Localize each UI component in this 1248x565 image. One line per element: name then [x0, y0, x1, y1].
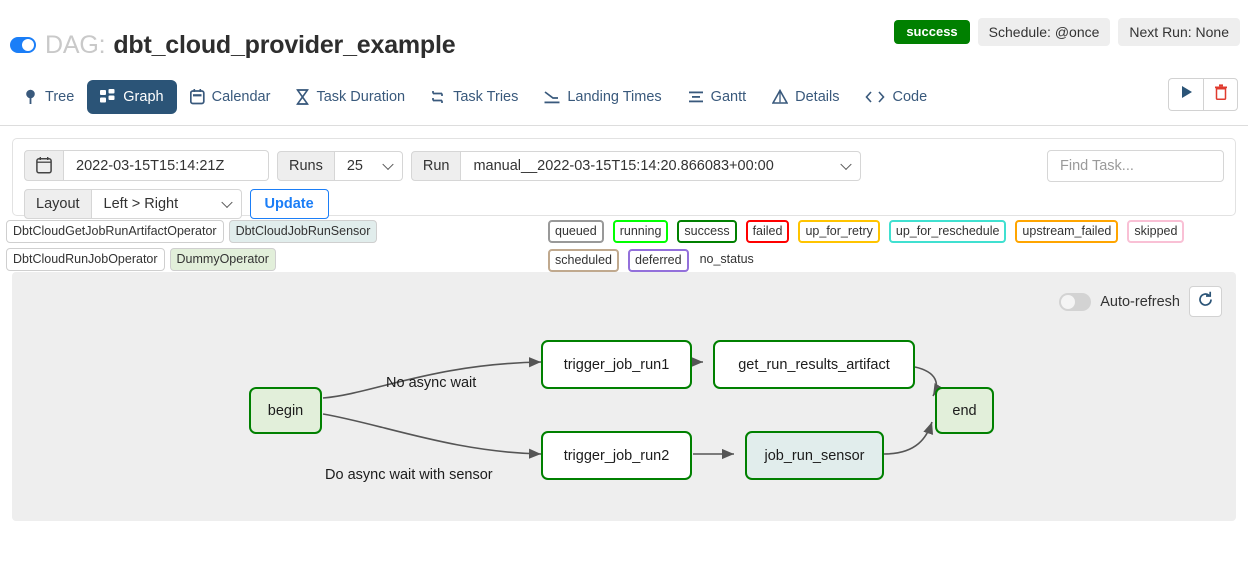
execution-date-group: 2022-03-15T15:14:21Z — [24, 150, 269, 181]
runs-label: Runs — [277, 150, 335, 181]
landing-icon — [544, 89, 560, 105]
calendar-icon — [189, 88, 205, 105]
graph-edges — [322, 356, 944, 460]
tab-task-tries-label: Task Tries — [453, 88, 519, 105]
dag-pause-toggle[interactable] — [10, 37, 36, 53]
auto-refresh-toggle[interactable] — [1059, 292, 1092, 311]
refresh-button[interactable] — [1189, 286, 1222, 317]
schedule-badge[interactable]: Schedule: @once — [977, 18, 1111, 47]
tab-gantt[interactable]: Gantt — [675, 80, 759, 114]
page-header: DAG: dbt_cloud_provider_example success … — [0, 0, 1248, 68]
runs-group: Runs 25 — [277, 150, 403, 181]
tab-graph[interactable]: Graph — [87, 79, 177, 114]
state-legend-item[interactable]: scheduled — [548, 248, 619, 272]
state-legend-item[interactable]: skipped — [1127, 220, 1185, 243]
tab-code[interactable]: Code — [852, 80, 940, 114]
tab-tree-label: Tree — [45, 88, 75, 105]
graph-node[interactable]: trigger_job_run2 — [541, 431, 692, 480]
graph-node[interactable]: trigger_job_run1 — [541, 340, 692, 389]
dag-action-buttons — [1168, 78, 1238, 111]
graph-node[interactable]: end — [935, 387, 994, 434]
run-group: Run manual__2022-03-15T15:14:20.866083+0… — [410, 150, 862, 181]
graph-node[interactable]: begin — [249, 387, 322, 434]
retry-icon — [431, 89, 446, 105]
layout-group: Layout Left > Right — [24, 189, 242, 219]
tab-details-label: Details — [795, 88, 840, 105]
run-select[interactable]: manual__2022-03-15T15:14:20.866083+00:00 — [461, 150, 862, 181]
tab-calendar-label: Calendar — [211, 88, 271, 105]
tab-tree[interactable]: Tree — [10, 80, 87, 114]
tab-graph-label: Graph — [123, 88, 164, 105]
graph-edge-label: No async wait — [386, 375, 477, 391]
state-legend-item[interactable]: deferred — [628, 248, 689, 272]
layout-select[interactable]: Left > Right — [91, 189, 242, 219]
tab-task-duration[interactable]: Task Duration — [283, 80, 418, 114]
operator-legend-item[interactable]: DbtCloudGetJobRunArtifactOperator — [6, 220, 224, 243]
controls-row-2: Layout Left > Right Update — [24, 189, 1224, 219]
code-icon — [865, 90, 886, 104]
execution-date-input[interactable]: 2022-03-15T15:14:21Z — [64, 150, 269, 181]
graph-node[interactable]: get_run_results_artifact — [713, 340, 915, 389]
state-legend-item[interactable]: up_for_retry — [798, 220, 880, 243]
trigger-dag-button[interactable] — [1168, 78, 1203, 111]
state-legend-item[interactable]: failed — [745, 220, 790, 243]
tab-code-label: Code — [892, 88, 928, 105]
tab-landing-times[interactable]: Landing Times — [531, 80, 674, 114]
delete-dag-button[interactable] — [1203, 78, 1238, 111]
next-run-badge: Next Run: None — [1118, 18, 1240, 47]
status-badge: success — [894, 19, 970, 45]
play-icon — [1180, 85, 1193, 104]
graph-icon — [100, 88, 116, 105]
tree-icon — [23, 89, 38, 105]
refresh-icon — [1197, 291, 1214, 313]
state-legend-item[interactable]: queued — [548, 220, 604, 243]
tab-calendar[interactable]: Calendar — [177, 80, 284, 114]
tab-gantt-label: Gantt — [710, 88, 747, 105]
dag-prefix-label: DAG: — [45, 30, 106, 59]
view-tabs: Tree Graph Calendar Task Duration Task T… — [0, 68, 1248, 126]
trash-icon — [1214, 84, 1228, 105]
tab-task-tries[interactable]: Task Tries — [418, 80, 531, 114]
operator-legend-item[interactable]: DbtCloudRunJobOperator — [6, 247, 165, 271]
dag-run-controls: 2022-03-15T15:14:21Z Runs 25 Run manual_… — [12, 138, 1236, 219]
calendar-icon[interactable] — [24, 150, 64, 181]
run-label: Run — [410, 150, 462, 181]
tab-landing-times-label: Landing Times — [567, 88, 662, 105]
graph-node[interactable]: job_run_sensor — [745, 431, 884, 480]
gantt-icon — [688, 89, 704, 105]
runs-select[interactable]: 25 — [334, 150, 403, 181]
find-task-input[interactable]: Find Task... — [1047, 150, 1224, 182]
page-title: dbt_cloud_provider_example — [113, 30, 456, 59]
controls-row-1: 2022-03-15T15:14:21Z Runs 25 Run manual_… — [24, 150, 1224, 181]
auto-refresh-bar: Auto-refresh — [1059, 286, 1222, 317]
state-legend-item[interactable]: running — [612, 220, 669, 243]
layout-label: Layout — [24, 189, 92, 219]
operator-legend-item[interactable]: DbtCloudJobRunSensor — [228, 220, 378, 243]
tab-task-duration-label: Task Duration — [316, 88, 406, 105]
operator-legend-item[interactable]: DummyOperator — [169, 247, 276, 271]
state-legend-item[interactable]: upstream_failed — [1015, 220, 1119, 243]
update-button[interactable]: Update — [249, 189, 329, 219]
triangle-icon — [772, 88, 789, 105]
state-legend-item[interactable]: up_for_reschedule — [888, 220, 1007, 243]
tab-details[interactable]: Details — [759, 80, 852, 114]
state-legend-item[interactable]: no_status — [699, 251, 754, 266]
state-legend-item[interactable]: success — [677, 220, 737, 243]
hourglass-icon — [296, 88, 310, 105]
graph-edge-label: Do async wait with sensor — [325, 467, 493, 483]
graph-canvas[interactable]: Auto-refresh begin trigger_job_run1 get_ru… — [12, 272, 1236, 521]
header-status-group: success Schedule: @once Next Run: None — [894, 18, 1240, 47]
state-legend: queued running success failed up_for_retry up… — [548, 220, 1244, 272]
auto-refresh-label: Auto-refresh — [1100, 293, 1180, 310]
